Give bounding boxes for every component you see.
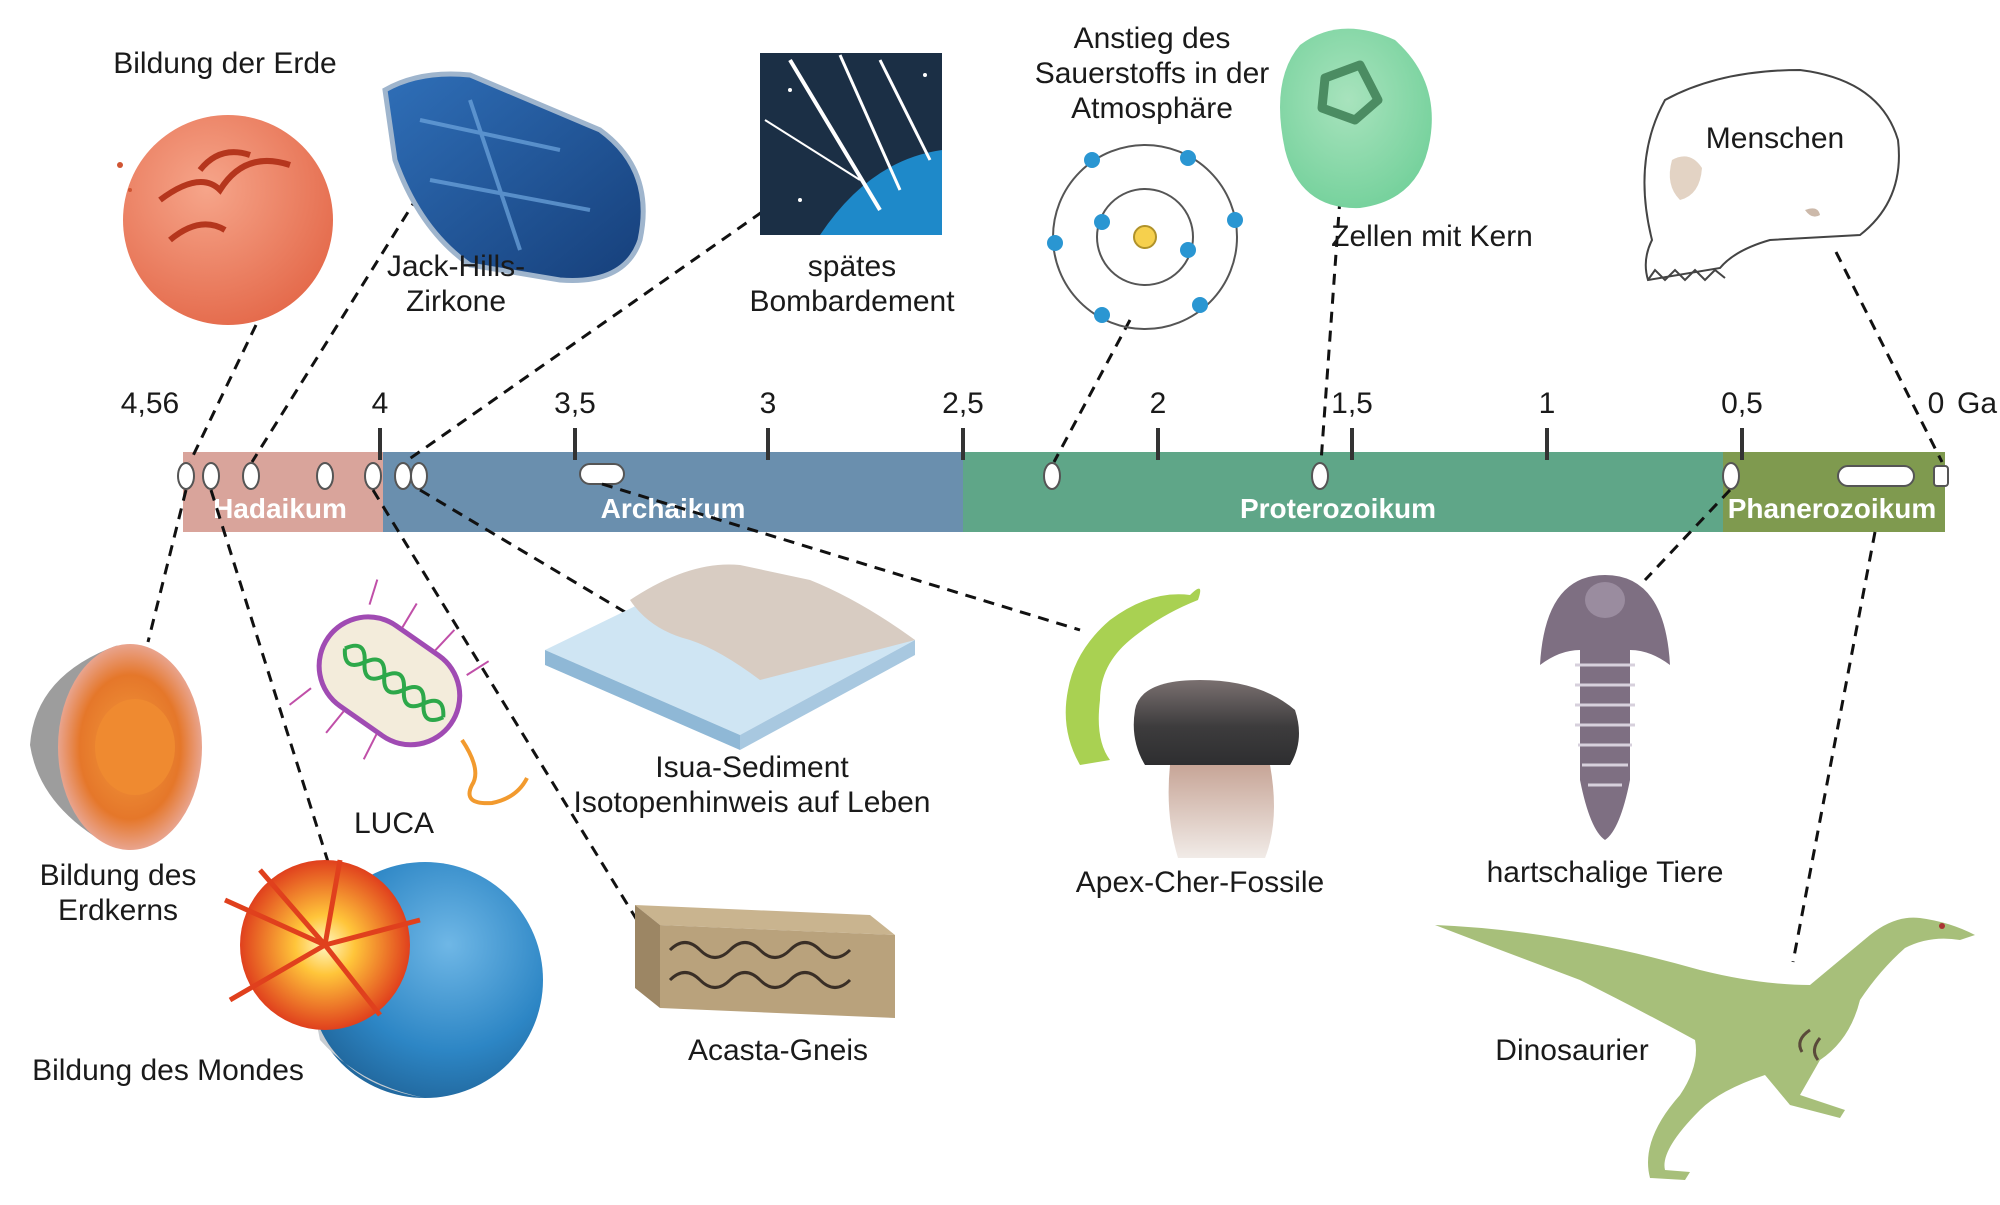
event-marker: [202, 462, 220, 490]
bacterium-icon: [288, 579, 529, 806]
eon-band-proterozoikum: [963, 452, 1723, 532]
label-eukaryotes: Zellen mit Kern: [1331, 220, 1533, 253]
tick-label: 3,5: [554, 387, 596, 420]
tick-label: 0: [1928, 387, 1945, 420]
earth-icon: [117, 115, 333, 325]
atom-icon: [1047, 144, 1243, 330]
event-marker: [242, 462, 260, 490]
label-shells: hartschalige Tiere: [1487, 856, 1724, 889]
connector-lines: [146, 179, 1944, 963]
eon-label-proterozoikum: Proterozoikum: [1240, 493, 1436, 524]
eon-label-archaikum: Archaikum: [601, 493, 746, 524]
label-humans: Menschen: [1706, 122, 1844, 155]
event-marker: [1043, 462, 1061, 490]
event-marker: [1837, 465, 1915, 487]
label-dinos: Dinosaurier: [1495, 1034, 1648, 1067]
timeline-bar: Hadaikum Archaikum Proterozoikum Phanero…: [121, 387, 1997, 532]
event-marker: [1933, 465, 1949, 487]
earth-core-icon: [30, 644, 202, 850]
fossil-icon: [1065, 588, 1299, 858]
eon-label-phanerozoikum: Phanerozoikum: [1728, 493, 1936, 524]
tick-label: 4,56: [121, 387, 179, 420]
label-moon: Bildung des Mondes: [32, 1054, 304, 1087]
label-zircons-line2: Zirkone: [406, 285, 506, 318]
label-zircons-line1: Jack-Hills-: [387, 250, 525, 283]
label-isua-line1: Isua-Sediment: [655, 751, 849, 784]
unit-label: Ga: [1957, 387, 1997, 420]
event-marker: [177, 462, 195, 490]
event-marker: [1311, 462, 1329, 490]
moon-impact-icon: [223, 859, 543, 1098]
tick-marks: [378, 428, 1744, 460]
event-marker: [410, 462, 428, 490]
skull-icon: [1643, 68, 1900, 282]
eon-band-archaikum: [383, 452, 963, 532]
label-bombardment-line2: Bombardement: [749, 285, 955, 318]
event-marker: [394, 462, 412, 490]
label-acasta: Acasta-Gneis: [688, 1034, 868, 1067]
label-oxygen-line3: Atmosphäre: [1071, 92, 1233, 125]
event-marker: [316, 462, 334, 490]
tick-label: 0,5: [1721, 387, 1763, 420]
tick-label: 1: [1539, 387, 1556, 420]
dinosaur-icon: [1435, 917, 1975, 1180]
tick-label: 3: [760, 387, 777, 420]
event-marker: [579, 463, 625, 485]
meteor-icon: [760, 53, 942, 235]
label-core-line2: Erdkerns: [58, 894, 178, 927]
label-luca: LUCA: [354, 807, 434, 840]
label-isua-line2: Isotopenhinweis auf Leben: [574, 786, 931, 819]
label-bombardment-line1: spätes: [808, 250, 896, 283]
trilobite-icon: [1540, 575, 1670, 840]
label-oxygen-line1: Anstieg des: [1074, 22, 1231, 55]
cell-icon: [1280, 28, 1432, 209]
tick-label: 2,5: [942, 387, 984, 420]
event-markers: [177, 462, 1949, 490]
tick-label: 1,5: [1331, 387, 1373, 420]
event-marker: [1722, 462, 1740, 490]
gneiss-icon: [635, 905, 895, 1018]
tick-label: 4: [372, 387, 389, 420]
sediment-icon: [545, 564, 915, 750]
label-earth-formation: Bildung der Erde: [113, 47, 336, 80]
eon-label-hadaikum: Hadaikum: [213, 493, 347, 524]
eon-band-phanerozoikum: [1723, 452, 1945, 532]
event-marker: [364, 462, 382, 490]
label-apex: Apex-Cher-Fossile: [1076, 866, 1324, 899]
zircon-icon: [382, 71, 646, 283]
label-oxygen-line2: Sauerstoffs in der: [1035, 57, 1270, 90]
label-core-line1: Bildung des: [40, 859, 197, 892]
tick-label: 2: [1150, 387, 1167, 420]
